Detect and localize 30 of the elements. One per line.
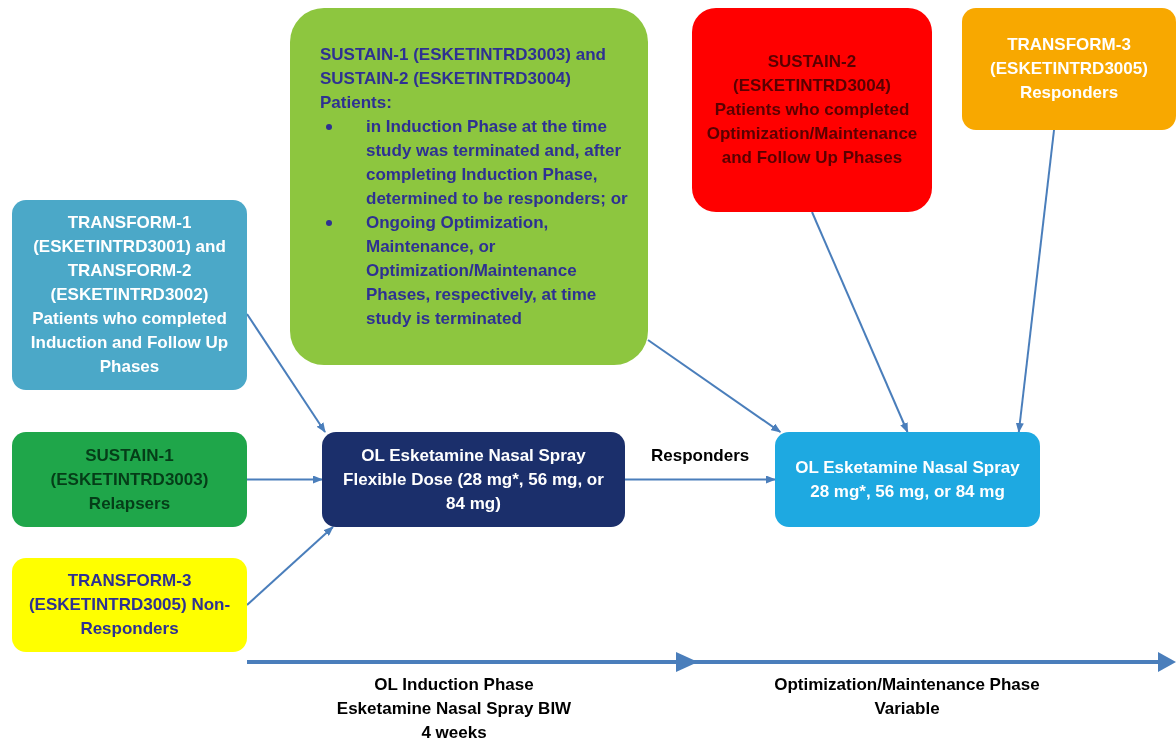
node-text: SUSTAIN-2 (ESKETINTRD3004) Patients who completed Optimization/Maintenance and Follow Up Phases [705,51,919,169]
arrow [624,475,776,484]
node-text: TRANSFORM-3 (ESKETINTRD3005) Non-Responders [27,570,232,640]
process-box [290,8,648,365]
process-box [12,200,247,390]
arrow [246,475,323,484]
node-text: SUSTAIN-1 (ESKETINTRD3003) and SUSTAIN-2 (ESKETINTRD3004) Patients: [320,43,607,114]
process-box [692,8,932,212]
phase-label: Optimization/Maintenance Phase [773,674,1041,696]
process-box [962,8,1176,130]
arrow [246,526,334,606]
process-box [322,432,625,527]
bullet-text: in Induction Phase at the time study was terminated and, after completing Induction Phase, determined to be responders; or [366,115,629,210]
node-text: OL Esketamine Nasal Spray Flexible Dose (28 mg*, 56 mg, or 84 mg) [342,444,605,515]
arrow [811,211,909,433]
phase-label: OL Induction Phase [373,674,535,696]
node-text: TRANSFORM-1 (ESKETINTRD3001) and TRANSFORM-2 (ESKETINTRD3002) Patients who completed Induction and Follow Up Phases [29,212,230,378]
arrow [1015,129,1055,433]
process-box [12,558,247,652]
node-text: OL Esketamine Nasal Spray 28 mg*, 56 mg, or 84 mg [794,456,1021,503]
process-box [12,432,247,527]
node-text: SUSTAIN-1 (ESKETINTRD3003) Relapsers [49,444,210,515]
phase-label: 4 weeks [420,722,488,744]
phase-label: Esketamine Nasal Spray BIW [335,698,573,720]
arrow [647,339,782,433]
arrow [246,313,327,433]
node-text: TRANSFORM-3 (ESKETINTRD3005) Responders [989,34,1149,104]
phase-label: Variable [873,698,941,720]
process-box [775,432,1040,527]
bullet-text: Ongoing Optimization, Maintenance, or Optimization/Maintenance Phases, respectively, at time study is terminated [366,211,598,330]
